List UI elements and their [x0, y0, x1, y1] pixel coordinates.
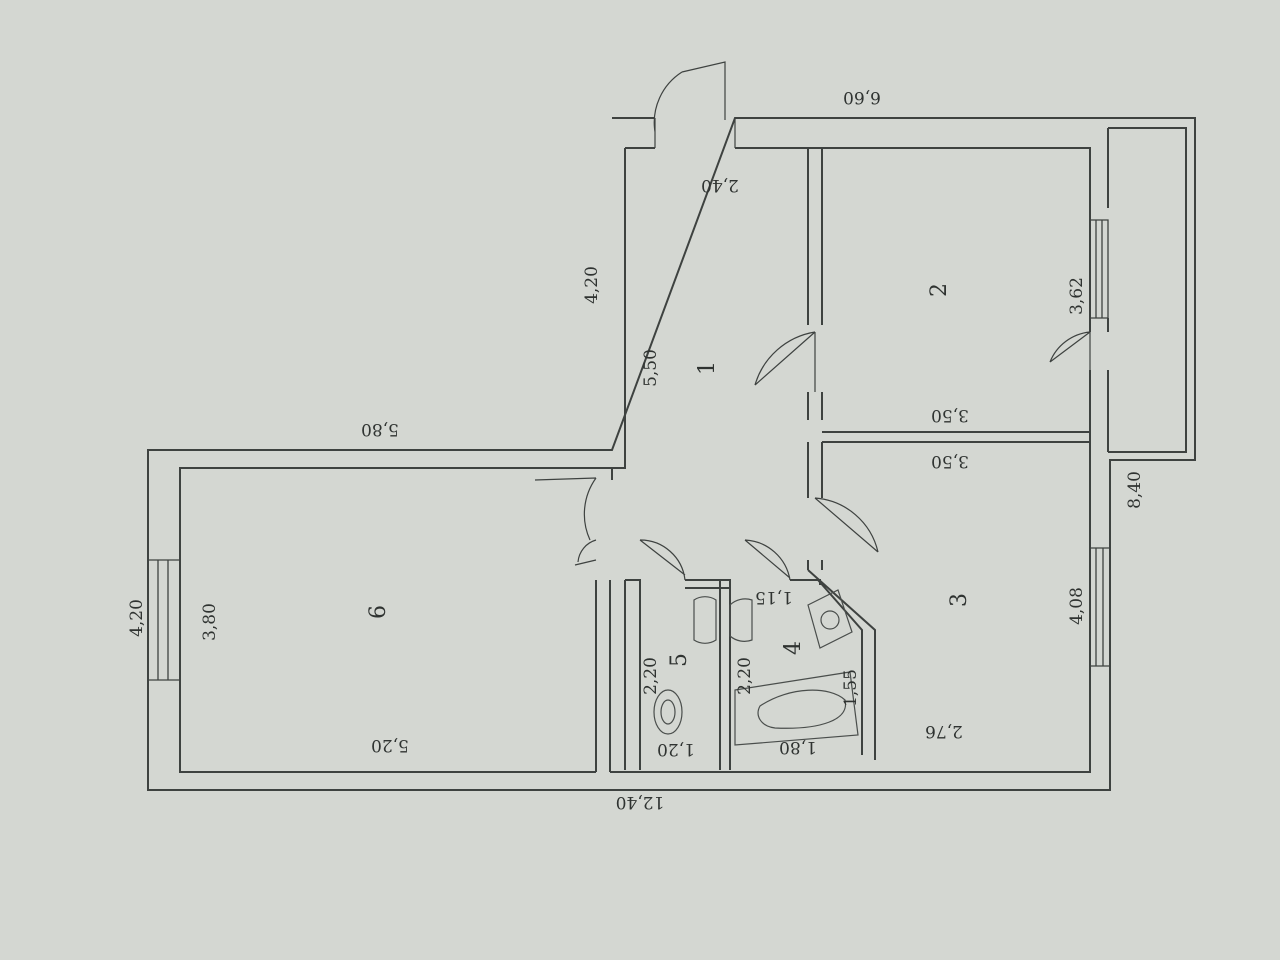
- dim-room2-width: 3,50: [931, 405, 969, 425]
- dim-balcony-length: 6,60: [843, 87, 881, 107]
- room-label-3: 3: [947, 593, 972, 607]
- bathtub-icon: [734, 671, 859, 746]
- fixtures: [653, 589, 859, 746]
- interior-walls: [595, 148, 1090, 772]
- dim-room3-length: 4,08: [1067, 587, 1087, 625]
- outer-walls: [147, 117, 1196, 791]
- toilet-icon: [653, 689, 683, 735]
- room-label-4: 4: [781, 641, 806, 655]
- dim-room4-diag: 1,55: [841, 669, 861, 707]
- dim-room1-width: 2,40: [701, 175, 739, 195]
- dim-room1-length: 5,50: [641, 349, 661, 387]
- washing-machine-icon: [807, 589, 853, 649]
- dim-room6-top: 5,80: [361, 419, 399, 439]
- room-label-6: 6: [366, 605, 391, 619]
- room-labels: 1 2 3 4 5 6: [366, 283, 972, 667]
- dim-room3-bottom: 2,76: [925, 721, 963, 741]
- doors: [534, 61, 1091, 581]
- dimension-labels: 12,40 8,40 4,20 6,60 4,20 5,50 2,40 3,62…: [127, 87, 1145, 812]
- dim-overall-length: 12,40: [616, 792, 665, 812]
- dim-overall-width-right: 8,40: [1125, 471, 1145, 509]
- room-label-2: 2: [927, 283, 952, 297]
- dim-room2-length: 3,62: [1067, 277, 1087, 315]
- dim-room6-length: 5,20: [371, 735, 409, 755]
- dim-room1-outer-width: 4,20: [582, 266, 602, 304]
- sink-icon: [693, 596, 717, 644]
- dim-room4-length: 2,20: [735, 657, 755, 695]
- dim-room3-width: 3,50: [931, 451, 969, 471]
- room-label-5: 5: [667, 653, 692, 667]
- dim-room6-width: 3,80: [200, 603, 220, 641]
- dim-overall-width-left: 4,20: [127, 599, 147, 637]
- dim-room5-width: 1,20: [657, 739, 695, 759]
- dim-room4-top: 1,15: [755, 587, 793, 607]
- dim-room4-width: 1,80: [779, 737, 817, 757]
- dim-room5-length: 2,20: [641, 657, 661, 695]
- room-label-1: 1: [695, 361, 720, 375]
